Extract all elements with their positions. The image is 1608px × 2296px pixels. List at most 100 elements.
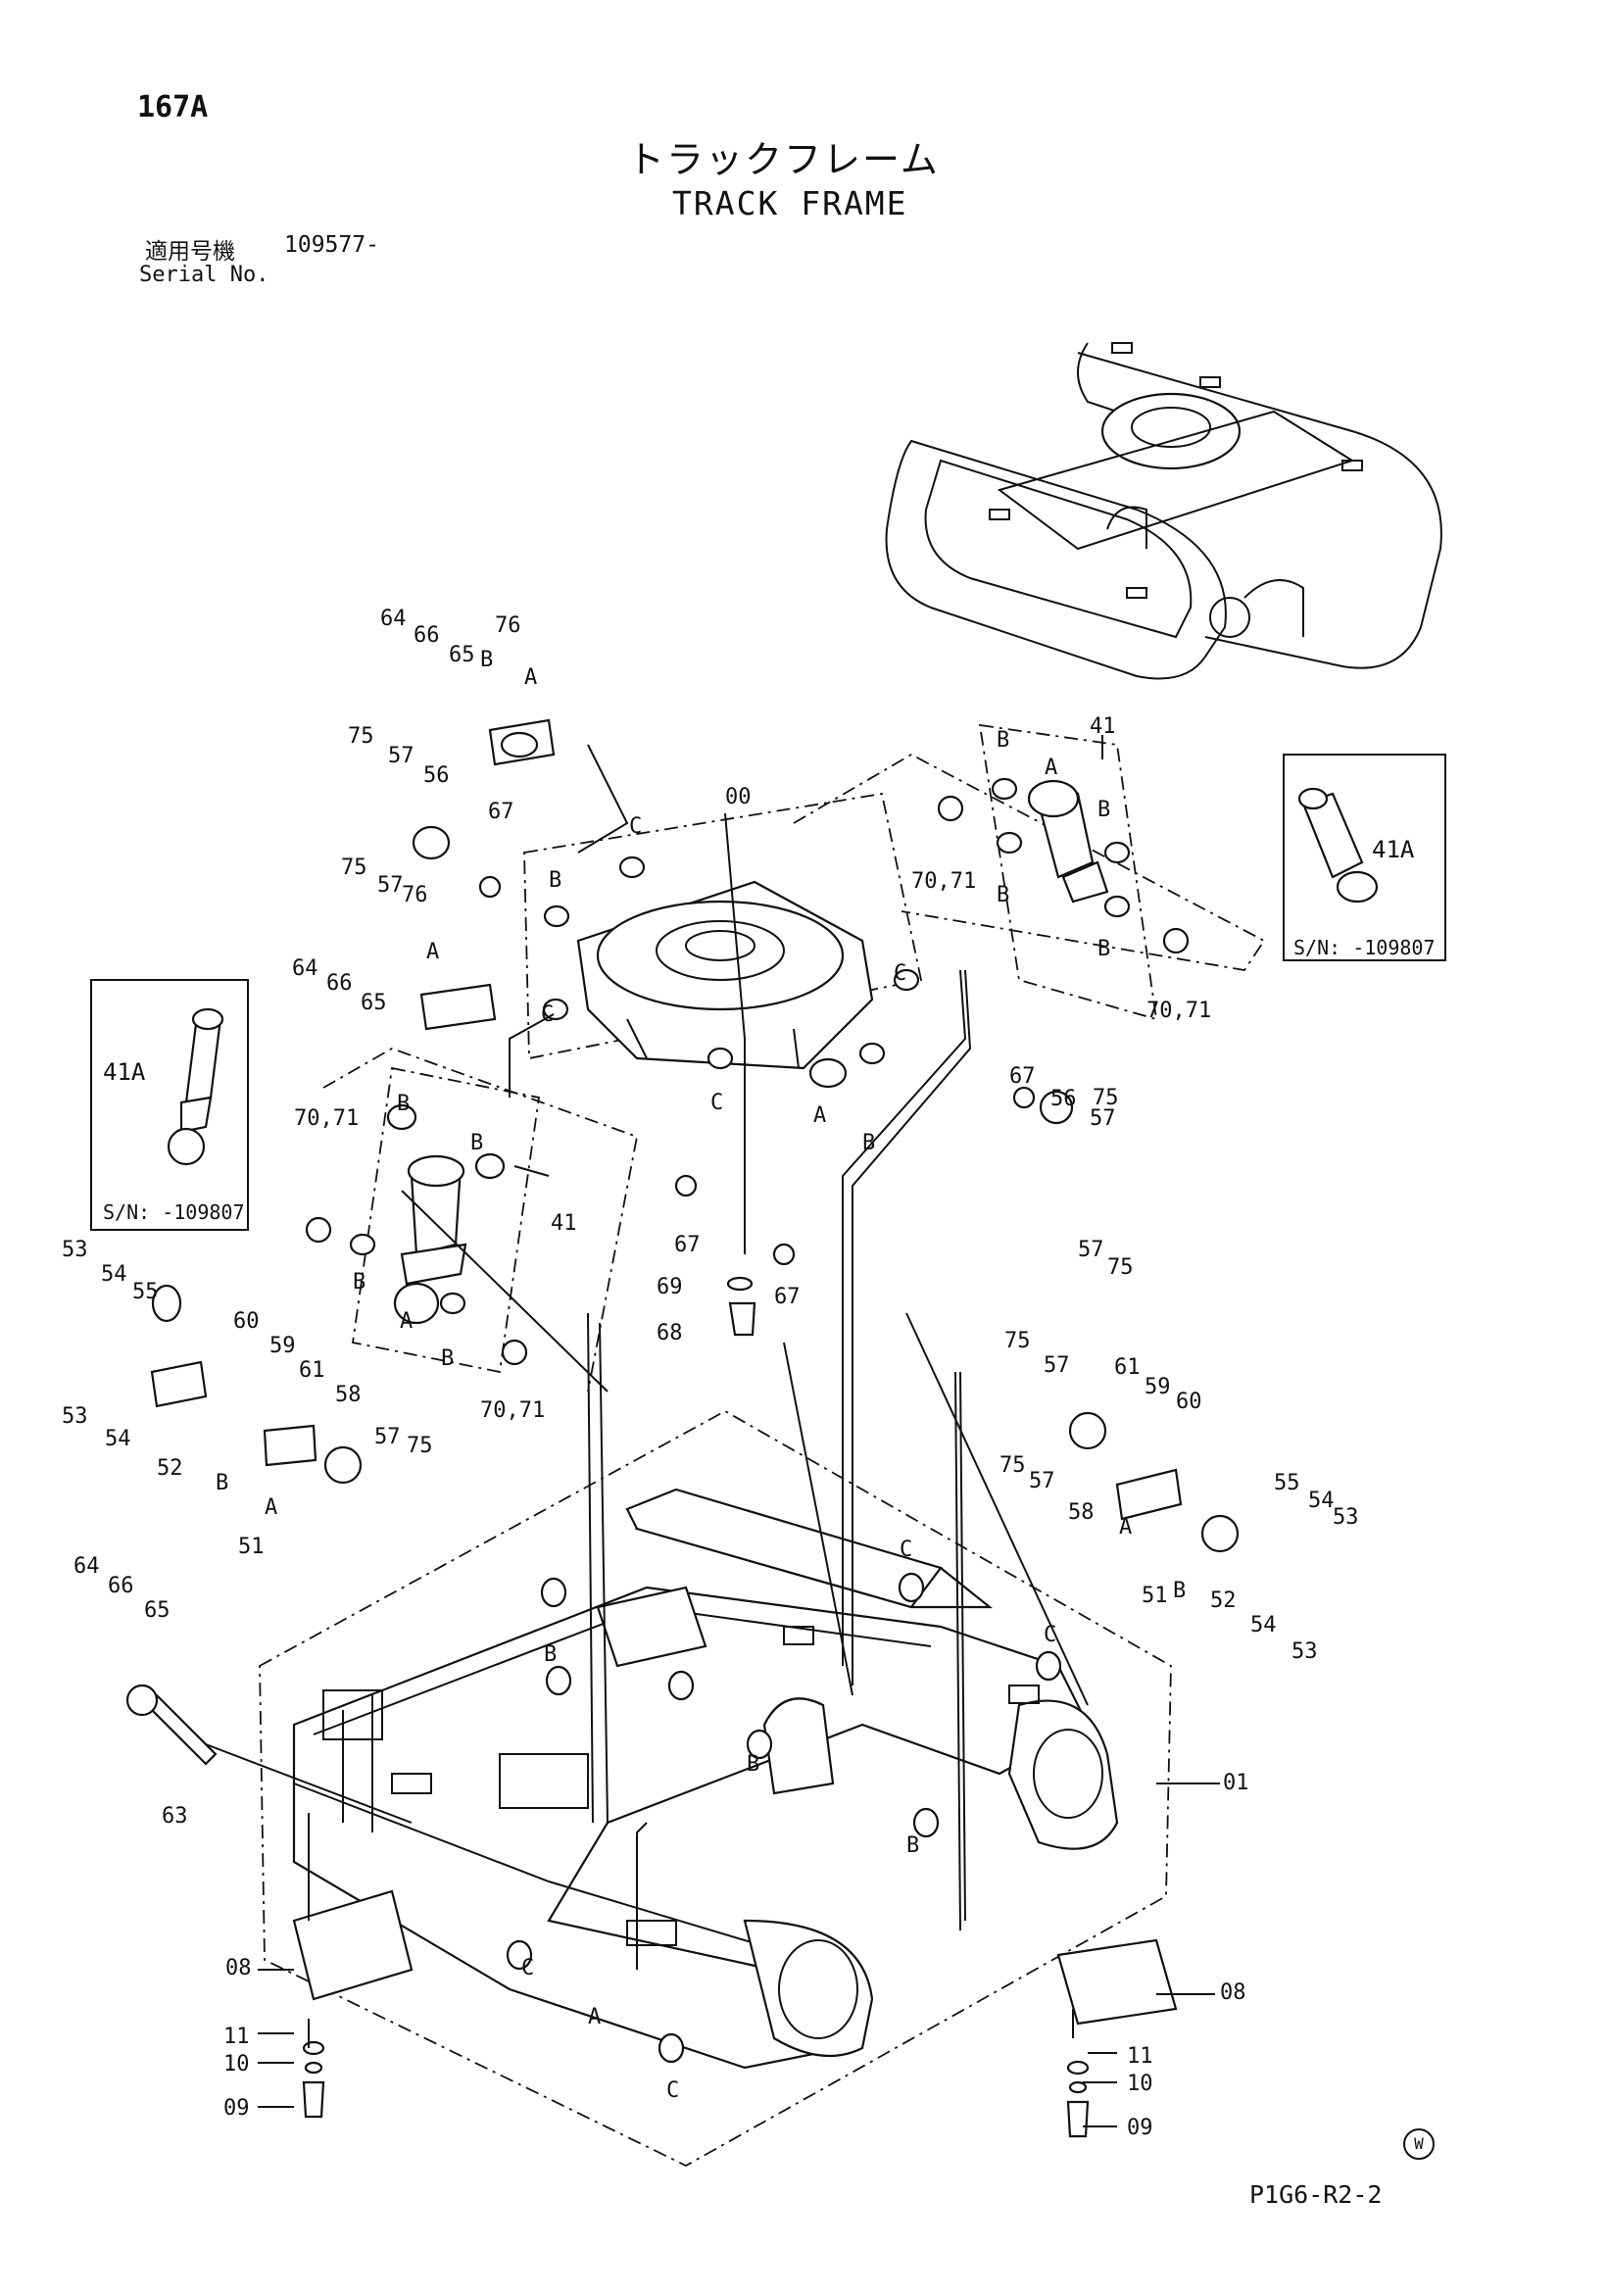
group-41-right-outline bbox=[793, 753, 1266, 971]
callout-11: 11 bbox=[1127, 2044, 1153, 2069]
callout-b: B bbox=[1097, 937, 1110, 961]
callout-b: B bbox=[1173, 1579, 1186, 1603]
callout-57: 57 bbox=[1044, 1353, 1070, 1378]
callout-53: 53 bbox=[62, 1404, 88, 1429]
callout-a: A bbox=[265, 1495, 277, 1520]
callout-57: 57 bbox=[1078, 1238, 1104, 1262]
callout-56: 56 bbox=[423, 763, 450, 788]
callout-64: 64 bbox=[292, 956, 318, 981]
callout-labels: 6464646666666565657676BBBBBBBBBBBBBBBBAA… bbox=[62, 607, 1359, 2140]
callout-00: 00 bbox=[725, 785, 752, 809]
callout-58: 58 bbox=[335, 1383, 362, 1407]
callout-67: 67 bbox=[1009, 1064, 1036, 1089]
small-parts bbox=[125, 718, 1240, 2138]
callout-b: B bbox=[747, 1752, 759, 1777]
callout-c: C bbox=[710, 1091, 723, 1115]
callout-63: 63 bbox=[162, 1804, 188, 1829]
callout-c: C bbox=[900, 1538, 912, 1562]
leader-lines bbox=[157, 735, 1382, 2127]
callout-67: 67 bbox=[488, 800, 514, 824]
callout-53: 53 bbox=[1333, 1505, 1359, 1530]
callout-67: 67 bbox=[774, 1285, 801, 1309]
callout-75: 75 bbox=[407, 1434, 433, 1458]
callout-53: 53 bbox=[62, 1238, 88, 1262]
callout-75: 75 bbox=[341, 855, 367, 880]
callout-52: 52 bbox=[1210, 1588, 1237, 1613]
callout-c: C bbox=[894, 961, 906, 986]
callout-a: A bbox=[426, 940, 439, 964]
inset-left-box bbox=[90, 979, 249, 1231]
callout-65: 65 bbox=[361, 991, 387, 1015]
serial-label-english: Serial No. bbox=[139, 263, 269, 287]
callout-09: 09 bbox=[223, 2096, 250, 2121]
callout-b: B bbox=[906, 1833, 919, 1858]
undercarriage-thumbnail bbox=[885, 342, 1442, 680]
callout-41: 41 bbox=[551, 1211, 577, 1236]
cylinder-right bbox=[937, 777, 1190, 954]
callout-41: 41 bbox=[1090, 714, 1116, 739]
callout-b: B bbox=[480, 648, 493, 672]
inset-right-box bbox=[1283, 754, 1446, 961]
callout-a: A bbox=[1045, 756, 1057, 780]
callout-75: 75 bbox=[999, 1453, 1026, 1478]
callout-10: 10 bbox=[1127, 2072, 1153, 2096]
callout-57: 57 bbox=[374, 1425, 401, 1449]
callout-61: 61 bbox=[1114, 1355, 1141, 1380]
swing-circle-housing bbox=[576, 880, 874, 1089]
callout-58: 58 bbox=[1068, 1500, 1095, 1525]
callout-b: B bbox=[216, 1471, 228, 1495]
callout-11: 11 bbox=[223, 2025, 250, 2049]
callout-56: 56 bbox=[1050, 1087, 1077, 1111]
callout-57: 57 bbox=[1029, 1469, 1055, 1493]
serial-label-japanese: 適用号機 bbox=[145, 239, 235, 265]
callout-52: 52 bbox=[157, 1456, 183, 1481]
callout-57: 57 bbox=[377, 873, 404, 898]
callout-70-71: 70,71 bbox=[480, 1398, 545, 1423]
callout-01: 01 bbox=[1223, 1771, 1249, 1795]
drawing-code: P1G6-R2-2 bbox=[1249, 2180, 1383, 2209]
callout-66: 66 bbox=[414, 623, 440, 648]
callout-55: 55 bbox=[1274, 1471, 1300, 1495]
callout-b: B bbox=[1097, 798, 1110, 822]
callout-59: 59 bbox=[269, 1334, 296, 1358]
callout-75: 75 bbox=[1093, 1086, 1119, 1110]
callout-51: 51 bbox=[1142, 1584, 1168, 1608]
callout-70-71: 70,71 bbox=[911, 869, 976, 894]
callout-b: B bbox=[549, 868, 561, 893]
group-01-boundary bbox=[259, 1409, 1172, 2168]
callout-60: 60 bbox=[233, 1309, 260, 1334]
callout-b: B bbox=[353, 1270, 365, 1295]
callout-b: B bbox=[441, 1346, 454, 1371]
group-41-right-boundary bbox=[978, 723, 1158, 1021]
callout-a: A bbox=[588, 2005, 601, 2029]
group-41-left-outline bbox=[322, 1048, 639, 1392]
callout-a: A bbox=[1119, 1515, 1132, 1539]
callout-76: 76 bbox=[402, 883, 428, 907]
callout-b: B bbox=[997, 728, 1009, 753]
callout-64: 64 bbox=[380, 607, 407, 631]
callout-66: 66 bbox=[108, 1574, 134, 1598]
callout-69: 69 bbox=[657, 1275, 683, 1299]
callout-a: A bbox=[400, 1309, 413, 1334]
callout-75: 75 bbox=[1004, 1329, 1031, 1353]
callout-c: C bbox=[541, 1002, 554, 1027]
inset-right-cylinder bbox=[1297, 787, 1379, 904]
title-english: TRACK FRAME bbox=[672, 184, 908, 222]
callout-c: C bbox=[666, 2078, 679, 2103]
callout-67: 67 bbox=[674, 1233, 701, 1257]
serial-value: 109577- bbox=[284, 232, 379, 258]
callout-57: 57 bbox=[1090, 1106, 1116, 1131]
callout-10: 10 bbox=[223, 2052, 250, 2076]
callout-70-71: 70,71 bbox=[294, 1106, 359, 1131]
inset-right-serial: S/N: -109807 bbox=[1293, 936, 1436, 959]
callout-c: C bbox=[629, 814, 642, 839]
callout-08: 08 bbox=[1220, 1980, 1246, 2005]
callout-b: B bbox=[397, 1092, 410, 1116]
callout-55: 55 bbox=[132, 1280, 159, 1304]
track-frame-body bbox=[292, 1488, 1119, 2070]
inset-left-serial: S/N: -109807 bbox=[103, 1200, 245, 1224]
callout-60: 60 bbox=[1176, 1390, 1202, 1414]
callout-08: 08 bbox=[225, 1956, 252, 1980]
